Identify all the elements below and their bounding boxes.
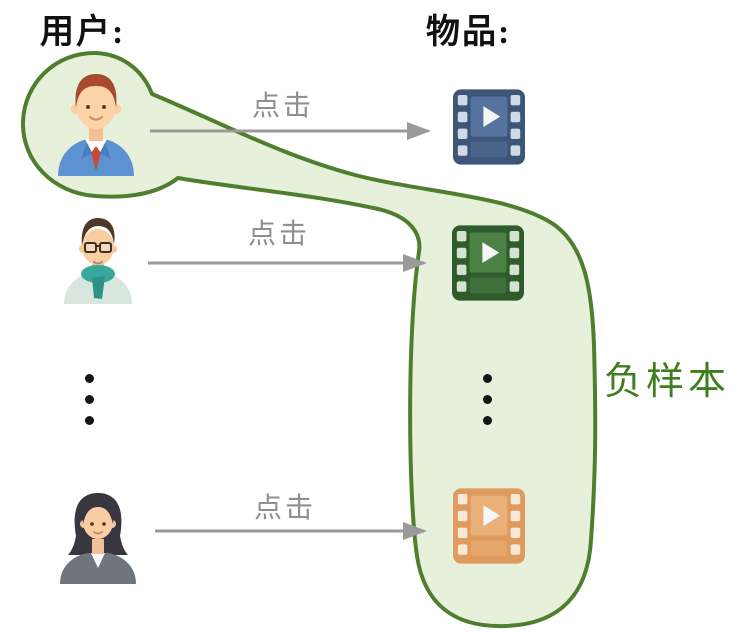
user-avatar-female — [48, 484, 148, 584]
male-suit-tie-avatar-icon — [58, 74, 134, 176]
video-file-blue-icon — [453, 89, 525, 165]
video-file-icon-green — [448, 221, 528, 305]
female-avatar-icon — [60, 493, 136, 584]
click-label-2: 点击 — [248, 219, 311, 250]
vertical-ellipsis-items — [483, 374, 492, 425]
ellipsis-dot — [483, 416, 492, 425]
user-avatar-male-suit-tie — [40, 64, 152, 176]
vertical-ellipsis-users — [85, 374, 94, 425]
video-file-green-icon — [452, 225, 524, 301]
video-file-orange-icon — [453, 488, 525, 564]
users-column-title: 用户: — [40, 14, 126, 51]
click-label-3: 点击 — [254, 493, 317, 524]
ellipsis-dot — [85, 416, 94, 425]
video-file-icon-orange — [449, 484, 529, 568]
ellipsis-dot — [85, 374, 94, 383]
user-avatar-male-glasses-scarf — [52, 212, 144, 304]
male-glasses-scarf-avatar-icon — [64, 218, 132, 304]
click-label-1: 点击 — [252, 91, 315, 122]
ellipsis-dot — [483, 374, 492, 383]
negative-samples-label: 负样本 — [604, 361, 731, 403]
video-file-icon-blue — [449, 85, 529, 169]
ellipsis-dot — [483, 395, 492, 404]
ellipsis-dot — [85, 395, 94, 404]
items-column-title: 物品: — [426, 14, 512, 51]
